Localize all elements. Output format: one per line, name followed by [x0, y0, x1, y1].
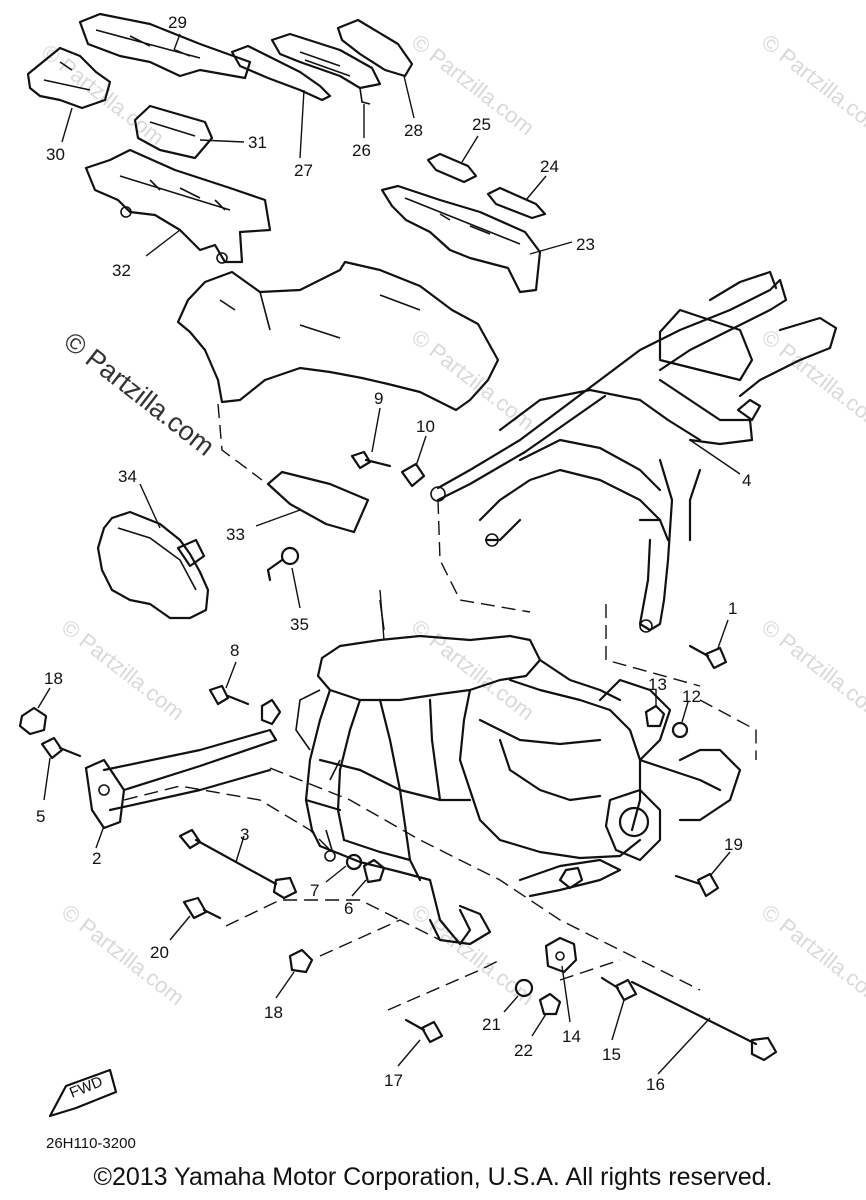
callout-26: 26: [352, 141, 371, 160]
part-22-nut: [531, 992, 562, 1037]
callout-35: 35: [290, 615, 309, 634]
watermark-prominent: © Partzilla.com: [58, 326, 220, 462]
watermark: © Partzilla.com: [757, 29, 866, 140]
callout-7: 7: [310, 881, 319, 900]
part-17-bolt: [397, 1018, 444, 1067]
callout-22: 22: [514, 1041, 533, 1060]
callout-18-top: 18: [44, 669, 63, 688]
callout-33: 33: [226, 525, 245, 544]
callout-numbers: 1 2 3 4 5 6 7 8 9 10 11 12 13 14 15 16 1…: [36, 13, 751, 1094]
part-13-nut: [644, 690, 666, 728]
part-12-washer: [671, 701, 689, 739]
callout-6: 6: [344, 899, 353, 918]
part-26-bracket: [270, 32, 382, 105]
watermark: © Partzilla.com: [57, 614, 189, 725]
reference-lines: [123, 604, 757, 1011]
part-15-bolt: [600, 976, 638, 1041]
callout-28: 28: [404, 121, 423, 140]
part-2-bracket: [84, 728, 278, 849]
fwd-arrow-icon: FWD: [48, 1068, 118, 1118]
callout-17: 17: [384, 1071, 403, 1090]
callout-2: 2: [92, 849, 101, 868]
watermark: © Partzilla.com: [757, 899, 866, 1010]
callout-27: 27: [294, 161, 313, 180]
callout-23: 23: [576, 235, 595, 254]
part-30-cover: [26, 46, 112, 110]
callout-3: 3: [240, 825, 249, 844]
part-20-bolt: [169, 896, 222, 941]
fuel-tank-outline: [176, 260, 500, 481]
callout-16: 16: [646, 1075, 665, 1094]
callout-24: 24: [540, 157, 559, 176]
part-24-grommet: [486, 186, 547, 220]
callout-30: 30: [46, 145, 65, 164]
diagram-code: 26H110-3200: [46, 1135, 136, 1152]
watermark: © Partzilla.com: [57, 899, 189, 1010]
watermark: © Partzilla.com: [37, 39, 169, 150]
callout-8: 8: [230, 641, 239, 660]
part-19-bolt: [674, 851, 731, 898]
part-7-washer: [325, 853, 363, 883]
part-27-strip: [230, 44, 332, 102]
callout-12: 12: [682, 687, 701, 706]
part-16-axle-bolt: [630, 980, 778, 1075]
callout-9: 9: [374, 389, 383, 408]
part-21-washer: [503, 978, 534, 1013]
callout-4: 4: [742, 471, 751, 490]
part-23-panel: [380, 184, 542, 294]
part-14-bracket: [544, 936, 578, 1023]
callout-13: 13: [648, 675, 667, 694]
callout-32: 32: [112, 261, 131, 280]
part-32-bracket: [84, 148, 272, 264]
part-11-bolt: [688, 619, 729, 670]
callout-19: 19: [724, 835, 743, 854]
copyright-notice: ©2013 Yamaha Motor Corporation, U.S.A. A…: [93, 1163, 773, 1191]
callout-14: 14: [562, 1027, 581, 1046]
part-34-cable: [96, 483, 210, 620]
callout-15: 15: [602, 1045, 621, 1064]
callout-25: 25: [472, 115, 491, 134]
part-8-bolt: [208, 661, 282, 726]
part-3-long-bolt: [178, 828, 298, 900]
watermark: © Partzilla.com: [757, 324, 866, 435]
part-28-strip: [336, 18, 414, 78]
part-18-nut-top: [18, 687, 51, 736]
part-18-nut-bottom: [275, 948, 314, 999]
main-frame: [295, 589, 742, 946]
watermark: © Partzilla.com: [407, 614, 539, 725]
part-6-nut: [351, 858, 386, 897]
callout-31: 31: [248, 133, 267, 152]
watermark: © Partzilla.com: [757, 614, 866, 725]
top-leaders: [61, 33, 573, 257]
callout-20: 20: [150, 943, 169, 962]
part-31-plate: [133, 104, 214, 160]
callout-21: 21: [482, 1015, 501, 1034]
callout-5: 5: [36, 807, 45, 826]
part-5-bolt: [40, 736, 82, 801]
part-4-rear-frame: [430, 270, 838, 633]
part-29-cover: [78, 12, 252, 80]
part-25-grommet: [426, 152, 478, 184]
callout-18-bottom: 18: [264, 1003, 283, 1022]
part-10-clamp: [400, 435, 427, 488]
part-9-bolt: [350, 407, 392, 470]
callout-34: 34: [118, 467, 137, 486]
callout-10: 10: [416, 417, 435, 436]
callout-1: 1: [728, 599, 737, 618]
part-35-clip: [266, 546, 301, 609]
callout-29: 29: [168, 13, 187, 32]
part-33-pad: [255, 470, 370, 534]
